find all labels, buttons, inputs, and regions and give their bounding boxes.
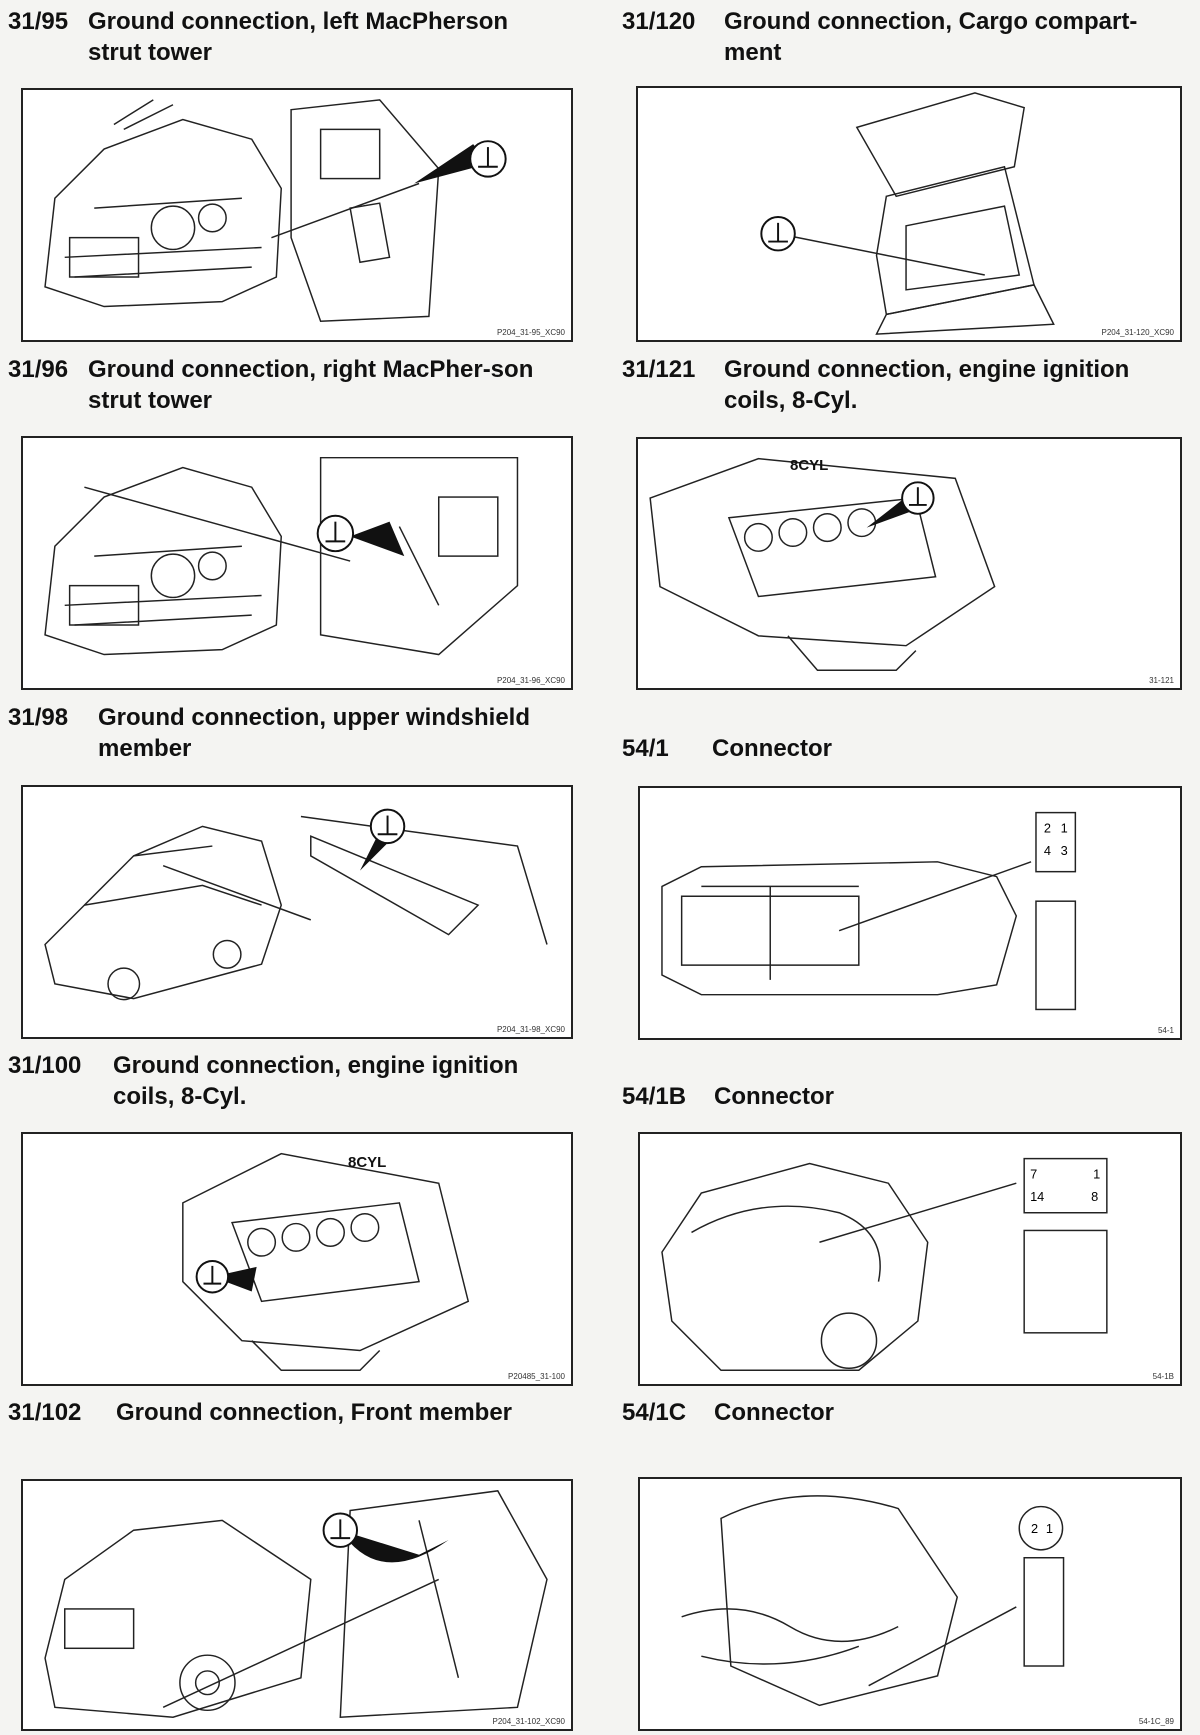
section-heading: 31/102 Ground connection, Front member [8, 1397, 578, 1437]
section-code: 31/98 [8, 704, 69, 731]
cargo-compartment-illustration [760, 92, 1055, 335]
section-code: 31/96 [8, 356, 69, 383]
connector-side-view [1023, 1229, 1108, 1334]
pin-label: 3 [1061, 843, 1068, 858]
figure-reference: P204_31-98_XC90 [496, 1025, 565, 1034]
pin-label: 4 [1044, 843, 1051, 858]
ground-symbol-icon [195, 1259, 230, 1294]
engine-wiring-illustration: 2 1 [681, 1495, 1065, 1707]
section-title: Ground connection, left MacPherson strut… [88, 8, 509, 66]
section-heading: 31/98 Ground connection, upper windshiel… [8, 702, 578, 772]
connector-front-view [1023, 1157, 1108, 1214]
section-title: Ground connection, right MacPher-son str… [88, 356, 534, 414]
section-title: Ground connection, engine ignition coils… [724, 356, 1130, 414]
section-54-1b: 54/1B Connector 7 1 14 8 54-1B [622, 1050, 1192, 1390]
section-31-98: 31/98 Ground connection, upper windshiel… [8, 702, 578, 1042]
section-heading: 54/1B Connector [622, 1050, 1192, 1120]
section-code: 31/102 [8, 1399, 82, 1426]
suv-windshield-illustration [44, 808, 548, 1001]
section-heading: 31/96 Ground connection, right MacPher-s… [8, 354, 578, 424]
illustration-panel: P204_31-120_XC90 [636, 86, 1182, 342]
section-title: Ground connection, engine ignition coils… [113, 1052, 519, 1110]
ground-symbol-icon [369, 808, 406, 845]
engine-illustration [182, 1152, 470, 1371]
illustration-panel: P204_31-98_XC90 [21, 785, 573, 1039]
illustration-panel: 7 1 14 8 54-1B [638, 1132, 1182, 1386]
illustration-panel: 2 1 4 3 54-1 [638, 786, 1182, 1040]
ground-symbol-icon [469, 140, 507, 178]
section-31-96: 31/96 Ground connection, right MacPher-s… [8, 354, 578, 694]
section-title: Connector [712, 735, 832, 762]
section-54-1c: 54/1C Connector 2 1 54-1C_89 [622, 1397, 1192, 1735]
connector-side-view [1035, 900, 1077, 1011]
section-code: 54/1B [622, 1083, 687, 1110]
pin-label: 1 [1061, 820, 1068, 835]
section-title: Connector [714, 1083, 834, 1110]
section-code: 31/121 [622, 356, 696, 383]
section-heading: 31/121 Ground connection, engine ignitio… [622, 354, 1192, 424]
illustration-panel: P204_31-102_XC90 [21, 1479, 573, 1731]
section-31-120: 31/120 Ground connection, Cargo compart-… [622, 6, 1192, 346]
section-31-95: 31/95 Ground connection, left MacPherson… [8, 6, 578, 346]
section-31-121: 31/121 Ground connection, engine ignitio… [622, 354, 1192, 694]
section-code: 31/95 [8, 8, 69, 35]
front-member-illustration [44, 1490, 548, 1718]
section-code: 31/100 [8, 1052, 82, 1079]
pin-label: 1 [1093, 1166, 1100, 1181]
figure-reference: P204_31-120_XC90 [1101, 328, 1174, 337]
engine-label: 8CYL [348, 1154, 387, 1171]
section-code: 54/1 [622, 735, 669, 762]
section-title: Ground connection, Cargo compart-ment [724, 8, 1138, 66]
engine-bay-illustration [44, 99, 507, 323]
illustration-panel: 2 1 54-1C_89 [638, 1477, 1182, 1731]
connector-side-view [1023, 1557, 1065, 1667]
vehicle-floor-harness-illustration: 2 1 4 3 [661, 811, 1077, 1011]
pin-label: 2 [1031, 1521, 1038, 1536]
pin-label: 14 [1030, 1189, 1044, 1204]
connector-front-view [1035, 811, 1077, 873]
figure-reference: 54-1 [1157, 1026, 1174, 1035]
ground-symbol-icon [760, 215, 796, 252]
engine-bay-illustration [44, 456, 519, 656]
section-31-102: 31/102 Ground connection, Front member [8, 1397, 578, 1735]
figure-reference: P20485_31-100 [508, 1372, 565, 1381]
section-31-100: 31/100 Ground connection, engine ignitio… [8, 1050, 578, 1390]
section-title: Ground connection, upper windshield memb… [98, 704, 530, 762]
illustration-panel: 8CYL 31-121 [636, 437, 1182, 690]
pin-label: 1 [1046, 1521, 1053, 1536]
illustration-panel: P204_31-95_XC90 [21, 88, 573, 342]
ground-symbol-icon [901, 481, 935, 515]
illustration-panel: P204_31-96_XC90 [21, 436, 573, 690]
ground-symbol-icon [316, 514, 355, 553]
pin-label: 2 [1044, 820, 1051, 835]
section-heading: 54/1C Connector [622, 1397, 1192, 1437]
section-title: Ground connection, Front member [116, 1399, 513, 1426]
section-54-1: 54/1 Connector 2 1 4 3 54-1 [622, 702, 1192, 1042]
figure-reference: 31-121 [1149, 676, 1174, 685]
figure-reference: P204_31-96_XC90 [496, 676, 565, 685]
engine-illustration [649, 457, 996, 672]
figure-reference: 54-1C_89 [1138, 1717, 1174, 1726]
section-code: 31/120 [622, 8, 696, 35]
illustration-panel: 8CYL P20485_31-100 [21, 1132, 573, 1386]
engine-label: 8CYL [790, 457, 829, 474]
connector-front-view [1018, 1505, 1064, 1551]
ground-symbol-icon [322, 1512, 359, 1548]
section-code: 54/1C [622, 1399, 687, 1426]
engine-harness-illustration: 7 1 14 8 [661, 1157, 1108, 1371]
section-heading: 31/95 Ground connection, left MacPherson… [8, 6, 578, 76]
section-heading: 31/120 Ground connection, Cargo compart-… [622, 6, 1192, 76]
figure-reference: P204_31-102_XC90 [492, 1717, 565, 1726]
section-heading: 54/1 Connector [622, 702, 1192, 772]
figure-reference: 54-1B [1152, 1372, 1174, 1381]
section-heading: 31/100 Ground connection, engine ignitio… [8, 1050, 578, 1120]
pin-label: 7 [1030, 1166, 1037, 1181]
figure-reference: P204_31-95_XC90 [496, 328, 565, 337]
section-title: Connector [714, 1399, 834, 1426]
pin-label: 8 [1091, 1189, 1098, 1204]
